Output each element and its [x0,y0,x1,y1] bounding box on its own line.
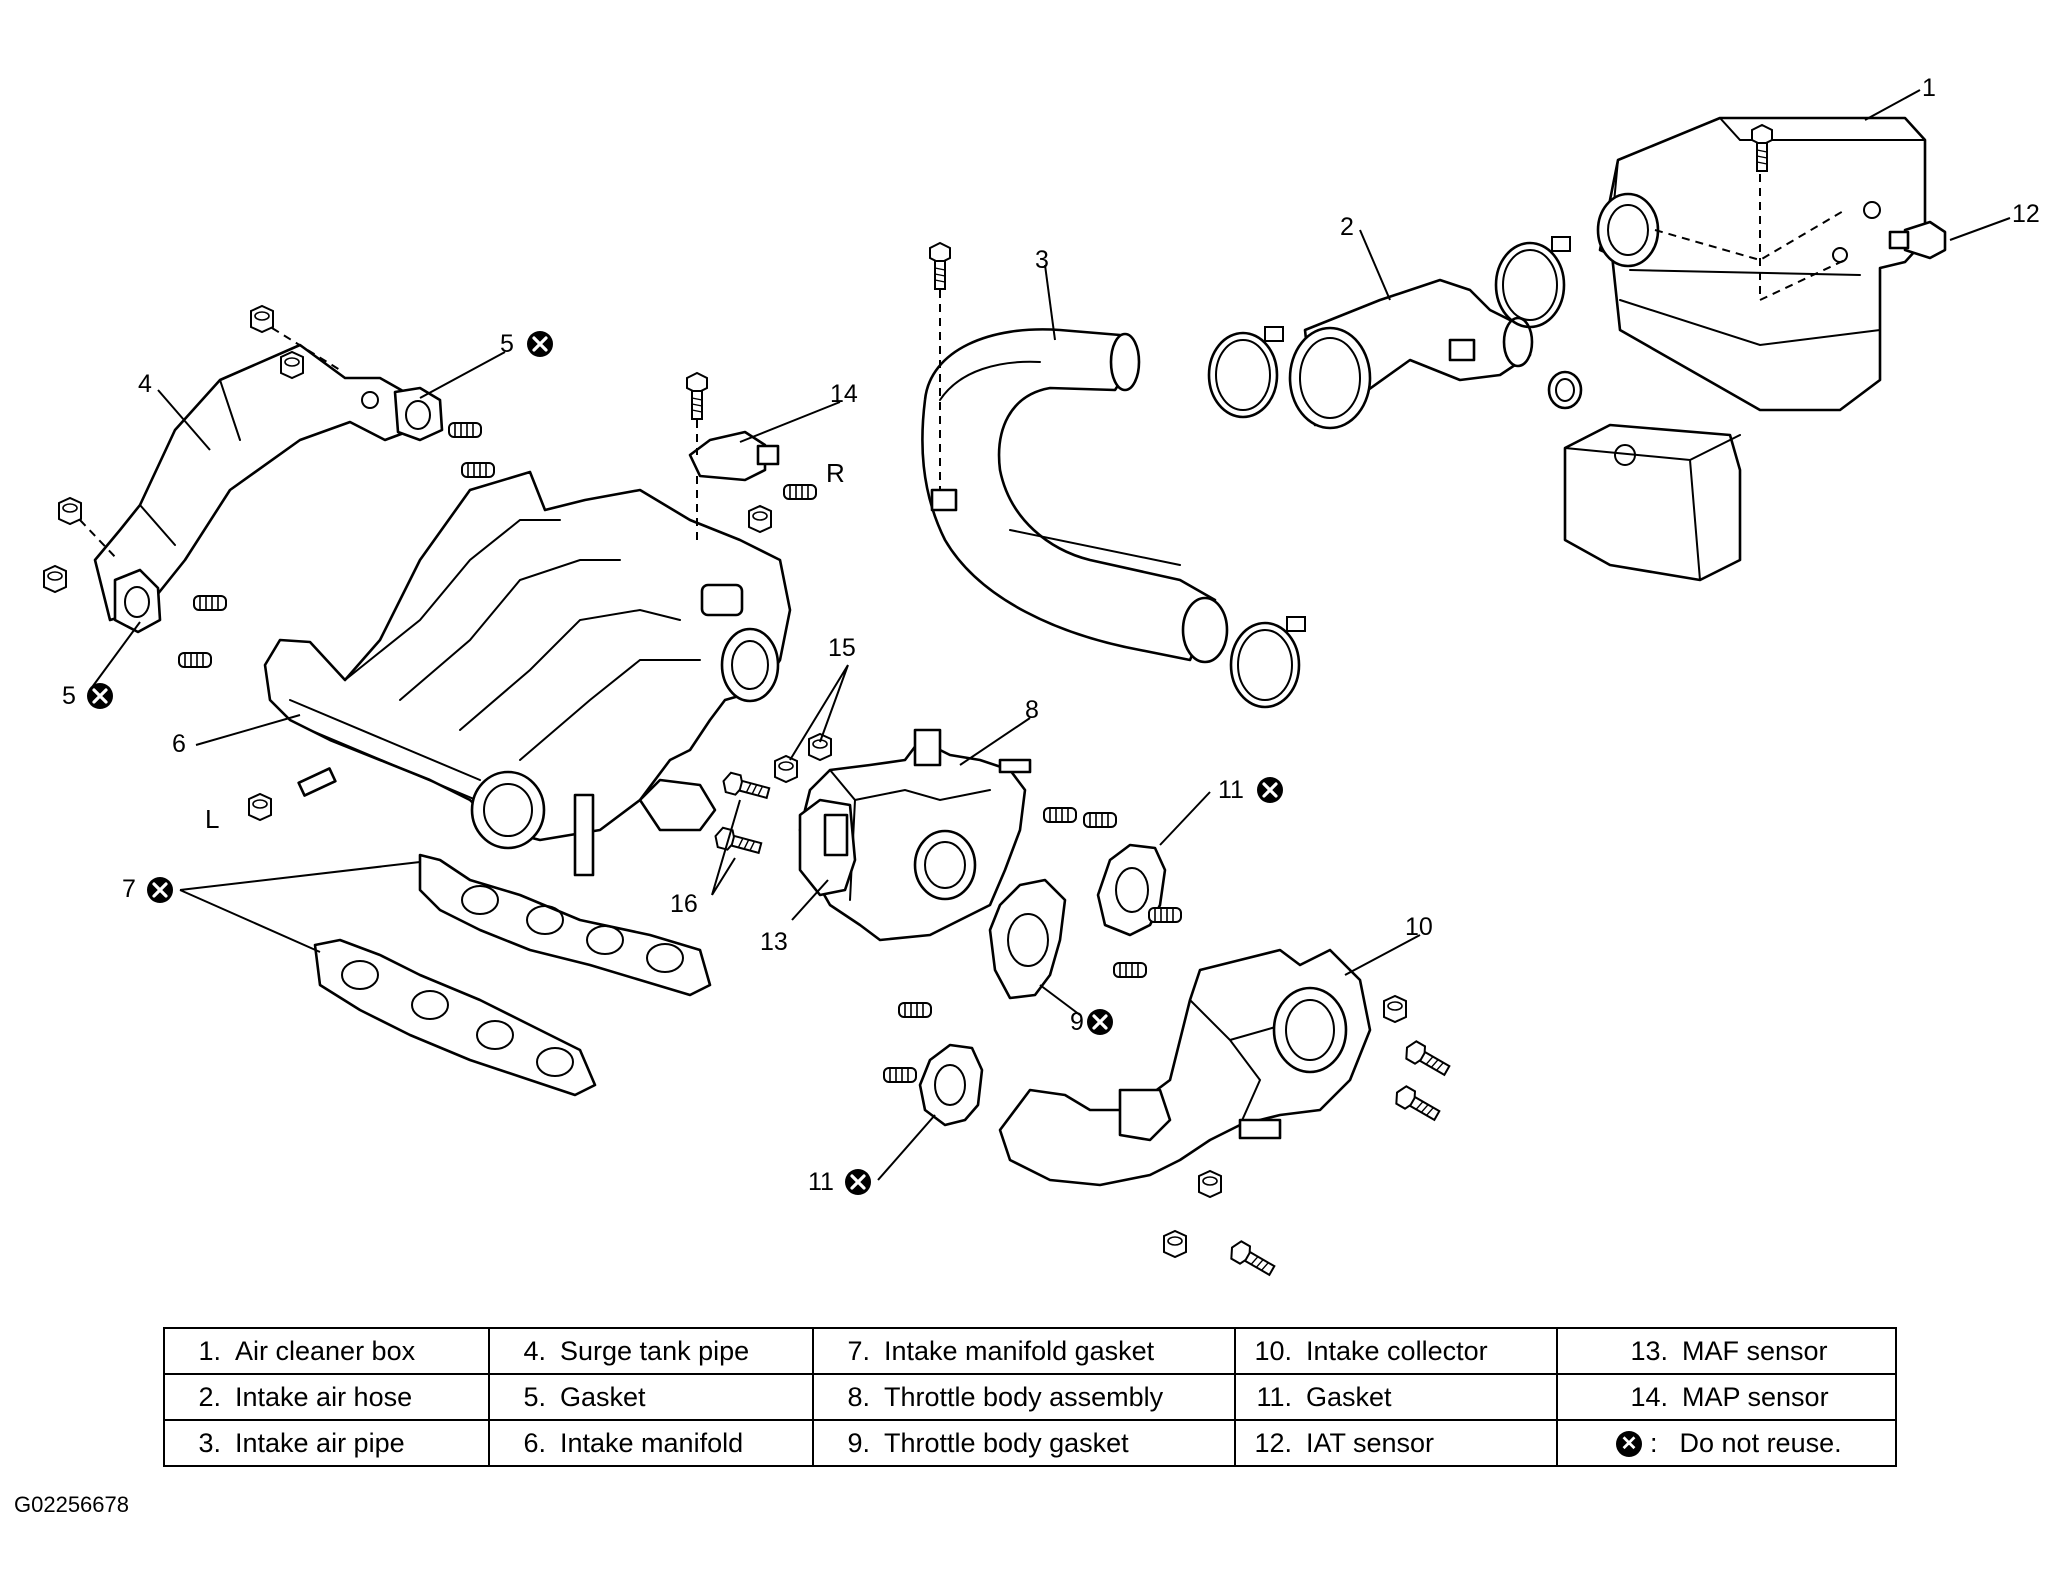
legend-cell: 2.Intake air hose [163,1373,490,1421]
callout-11-lower: 11 [808,1168,834,1196]
intake-manifold [263,470,792,877]
legend-cell: 11.Gasket [1234,1373,1558,1421]
legend-note-separator: : [1650,1427,1658,1458]
legend-cell: 8.Throttle body assembly [812,1373,1236,1421]
legend-row: 3.Intake air pipe 6.Intake manifold 9.Th… [163,1419,1897,1467]
do-not-reuse-icon [843,1167,873,1197]
parts-legend-table: 1.Air cleaner box 4.Surge tank pipe 7.In… [163,1327,1897,1467]
legend-cell: 13.MAF sensor [1556,1327,1897,1375]
legend-cell: 5.Gasket [488,1373,814,1421]
callout-15: 15 [828,634,856,662]
do-not-reuse-icon [85,681,115,711]
callout-9: 9 [1070,1008,1084,1036]
left-side-label: L [205,804,219,834]
callout-5-lower: 5 [62,682,76,710]
air-filter-element [1563,423,1742,582]
callout-11-upper: 11 [1218,776,1244,804]
intake-manifold-gasket-1 [418,853,712,997]
exploded-diagram: 1 12 2 3 4 5 5 6 7 14 R L 15 8 16 13 11 … [43,74,2040,1281]
callout-3: 3 [1035,246,1049,274]
iat-sensor [1888,220,1947,260]
intake-air-hose [1288,278,1534,430]
collector-gasket-lower [918,1043,984,1127]
throttle-bolt [719,770,772,804]
do-not-reuse-icon [525,329,555,359]
leader-lines [89,89,2011,1181]
throttle-body-gasket [988,878,1067,1000]
throttle-bolt [711,825,764,859]
gasket-upper [393,386,444,442]
callout-10: 10 [1405,913,1433,941]
legend-cell: 12.IAT sensor [1234,1419,1558,1467]
callout-1: 1 [1922,74,1936,102]
intake-collector [998,948,1372,1187]
callout-5-upper: 5 [500,330,514,358]
legend-cell: 6.Intake manifold [488,1419,814,1467]
callout-7: 7 [122,875,136,903]
legend-note-text: Do not reuse. [1679,1427,1842,1458]
legend-cell: 7.Intake manifold gasket [812,1327,1236,1375]
callout-8: 8 [1025,696,1039,724]
figure-id: G02256678 [14,1492,129,1517]
nut-guide-lines [79,327,341,561]
map-sensor [688,430,780,482]
callout-16: 16 [670,890,698,918]
callout-14: 14 [830,380,858,408]
hose-clamp [1229,615,1307,709]
callout-labels: 1 12 2 3 4 5 5 6 7 14 R L 15 8 16 13 11 … [62,74,2040,1197]
collector-bolt [1226,1237,1278,1281]
right-side-label: R [826,458,845,488]
callout-13: 13 [760,928,788,956]
collector-bolt [1391,1082,1443,1126]
gasket-lower [113,568,162,634]
intake-air-pipe [921,328,1229,664]
small-hose-clamp [1547,370,1583,410]
callout-6: 6 [172,730,186,758]
hose-clamp [1207,325,1285,419]
do-not-reuse-icon [145,875,175,905]
legend-cell: 9.Throttle body gasket [812,1419,1236,1467]
callout-4: 4 [138,370,152,398]
do-not-reuse-icon [1085,1007,1115,1037]
maf-sensor [798,798,857,897]
legend-cell: 10.Intake collector [1234,1327,1558,1375]
air-cleaner-box [1596,116,1927,412]
legend-cell: 14.MAP sensor [1556,1373,1897,1421]
do-not-reuse-icon [1255,775,1285,805]
hose-clamp [1494,235,1572,329]
legend-row: 2.Intake air hose 5.Gasket 8.Throttle bo… [163,1373,1897,1421]
legend-note-cell: ✕: Do not reuse. [1556,1419,1897,1467]
callout-2: 2 [1340,213,1354,241]
legend-cell: 1.Air cleaner box [163,1327,490,1375]
intake-manifold-gasket-2 [313,938,597,1097]
callout-12: 12 [2012,200,2040,228]
do-not-reuse-icon: ✕ [1616,1431,1642,1458]
legend-cell: 3.Intake air pipe [163,1419,490,1467]
throttle-body-assembly [798,728,1032,942]
collector-bolt [1401,1037,1453,1081]
legend-row: 1.Air cleaner box 4.Surge tank pipe 7.In… [163,1327,1897,1375]
legend-cell: 4.Surge tank pipe [488,1327,814,1375]
